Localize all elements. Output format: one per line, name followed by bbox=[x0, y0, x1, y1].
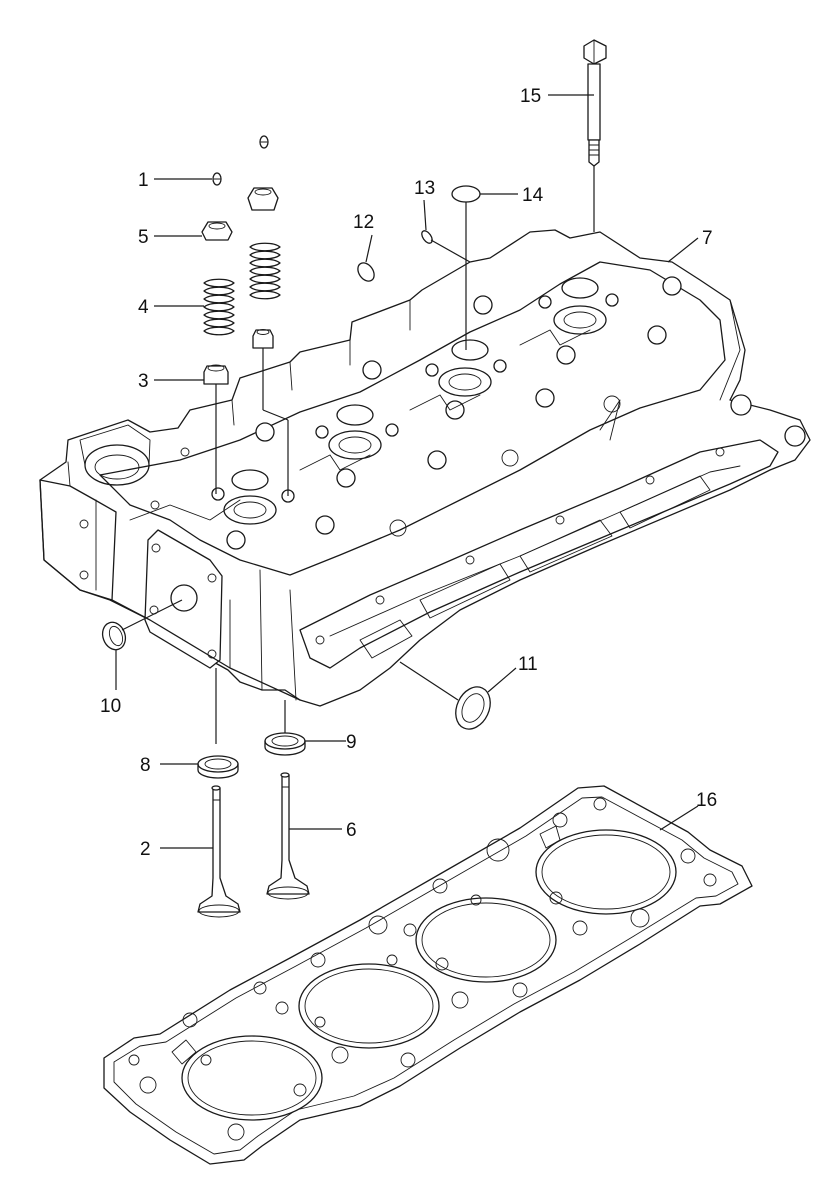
o-ring-14 bbox=[451, 185, 481, 203]
leader-lines bbox=[115, 94, 699, 849]
retainer-part bbox=[201, 187, 279, 241]
o-ring-12 bbox=[357, 262, 375, 282]
stem-seal-part bbox=[203, 329, 274, 385]
callout-7: 7 bbox=[702, 228, 713, 249]
cylinder-head-drawing bbox=[39, 229, 811, 707]
cotter-part bbox=[212, 135, 269, 186]
head-bolt-part bbox=[583, 39, 607, 167]
callout-14: 14 bbox=[522, 185, 544, 206]
callout-2: 2 bbox=[140, 839, 151, 860]
o-ring-13 bbox=[421, 230, 433, 244]
spring-part bbox=[203, 242, 281, 336]
callout-9: 9 bbox=[346, 732, 357, 753]
callout-13: 13 bbox=[414, 178, 435, 199]
callout-11: 11 bbox=[518, 654, 538, 675]
head-gasket-drawing bbox=[103, 785, 753, 1165]
seat-insert-part bbox=[197, 732, 306, 779]
callout-1: 1 bbox=[138, 170, 149, 191]
callout-4: 4 bbox=[138, 297, 149, 318]
valve-part bbox=[197, 772, 310, 918]
callout-6: 6 bbox=[346, 820, 357, 841]
callout-10: 10 bbox=[100, 696, 121, 717]
callout-8: 8 bbox=[140, 755, 151, 776]
callout-5: 5 bbox=[138, 227, 149, 248]
callout-3: 3 bbox=[138, 371, 149, 392]
callout-12: 12 bbox=[353, 212, 374, 233]
callout-labels: 1 2 3 4 5 6 7 8 9 10 11 12 13 14 15 16 bbox=[100, 86, 717, 860]
callout-16: 16 bbox=[696, 790, 717, 811]
water-plug-part bbox=[455, 686, 491, 730]
side-plug-part bbox=[101, 621, 127, 651]
callout-15: 15 bbox=[520, 86, 541, 107]
